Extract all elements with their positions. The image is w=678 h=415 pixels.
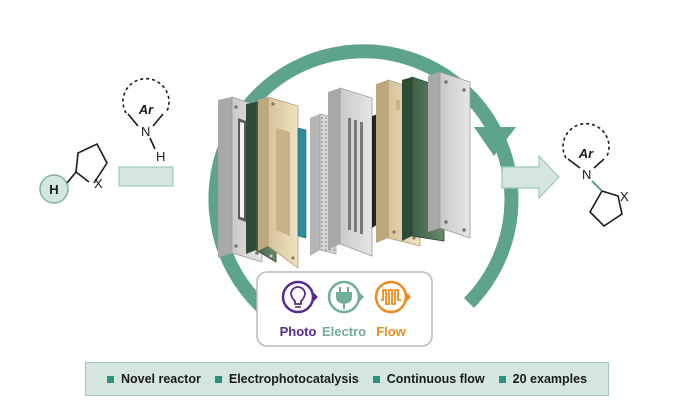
cycle-arrow-arc [208, 44, 519, 320]
mode-label-photo: Photo [280, 324, 317, 339]
square-bullet-icon [106, 375, 114, 383]
square-bullet-icon [498, 375, 506, 383]
amine-ar-label: Ar [138, 102, 154, 117]
flow-channel-plate [328, 87, 373, 257]
input-block-arrow [118, 166, 174, 187]
product-pentagon-ring [589, 190, 623, 228]
steel-end-plate-right [428, 71, 471, 239]
amine-h-label: H [156, 149, 165, 164]
amine-molecule: Ar N H [122, 77, 170, 164]
product-ring-dashed [562, 122, 610, 159]
feature-label-novel-reactor: Novel reactor [120, 372, 201, 386]
output-block-arrow [501, 154, 560, 200]
reactor-stack [218, 71, 471, 269]
product-x-label: X [620, 189, 629, 204]
product-ar-label: Ar [578, 146, 594, 161]
hydrogen-highlight-circle [39, 174, 69, 204]
substrate-h-label: H [49, 182, 58, 197]
mode-box: Photo Electro Flow [256, 271, 433, 347]
feature-item: Electrophotocatalysis [214, 372, 359, 386]
feature-item: 20 examples [498, 372, 588, 386]
cycle-arrow [208, 44, 519, 320]
lightbulb-icon [281, 280, 318, 314]
square-bullet-icon [214, 375, 222, 383]
serpentine-coil-icon [374, 280, 411, 314]
feature-label-electrophotocatalysis: Electrophotocatalysis [228, 372, 359, 386]
membrane-strip [297, 127, 307, 239]
cycle-arrow-head [474, 127, 516, 156]
pentagon-ring [75, 142, 108, 184]
feature-label-examples: 20 examples [512, 372, 588, 386]
mode-label-electro: Electro [322, 324, 366, 339]
product-n-label: N [582, 167, 591, 182]
features-bar: Novel reactor Electrophotocatalysis Cont… [85, 362, 609, 396]
substrate-molecule: H X [39, 142, 108, 204]
square-bullet-icon [372, 375, 380, 383]
amine-ring-dashed [122, 77, 170, 114]
feature-item: Continuous flow [372, 372, 485, 386]
substrate-x-label: X [94, 176, 103, 191]
feature-item: Novel reactor [106, 372, 201, 386]
product-molecule: Ar N X [562, 122, 629, 228]
feature-label-continuous-flow: Continuous flow [386, 372, 485, 386]
amine-n-label: N [141, 124, 150, 139]
plug-icon [327, 280, 364, 314]
wood-frame-plate-left [258, 96, 299, 269]
mode-label-flow: Flow [376, 324, 406, 339]
